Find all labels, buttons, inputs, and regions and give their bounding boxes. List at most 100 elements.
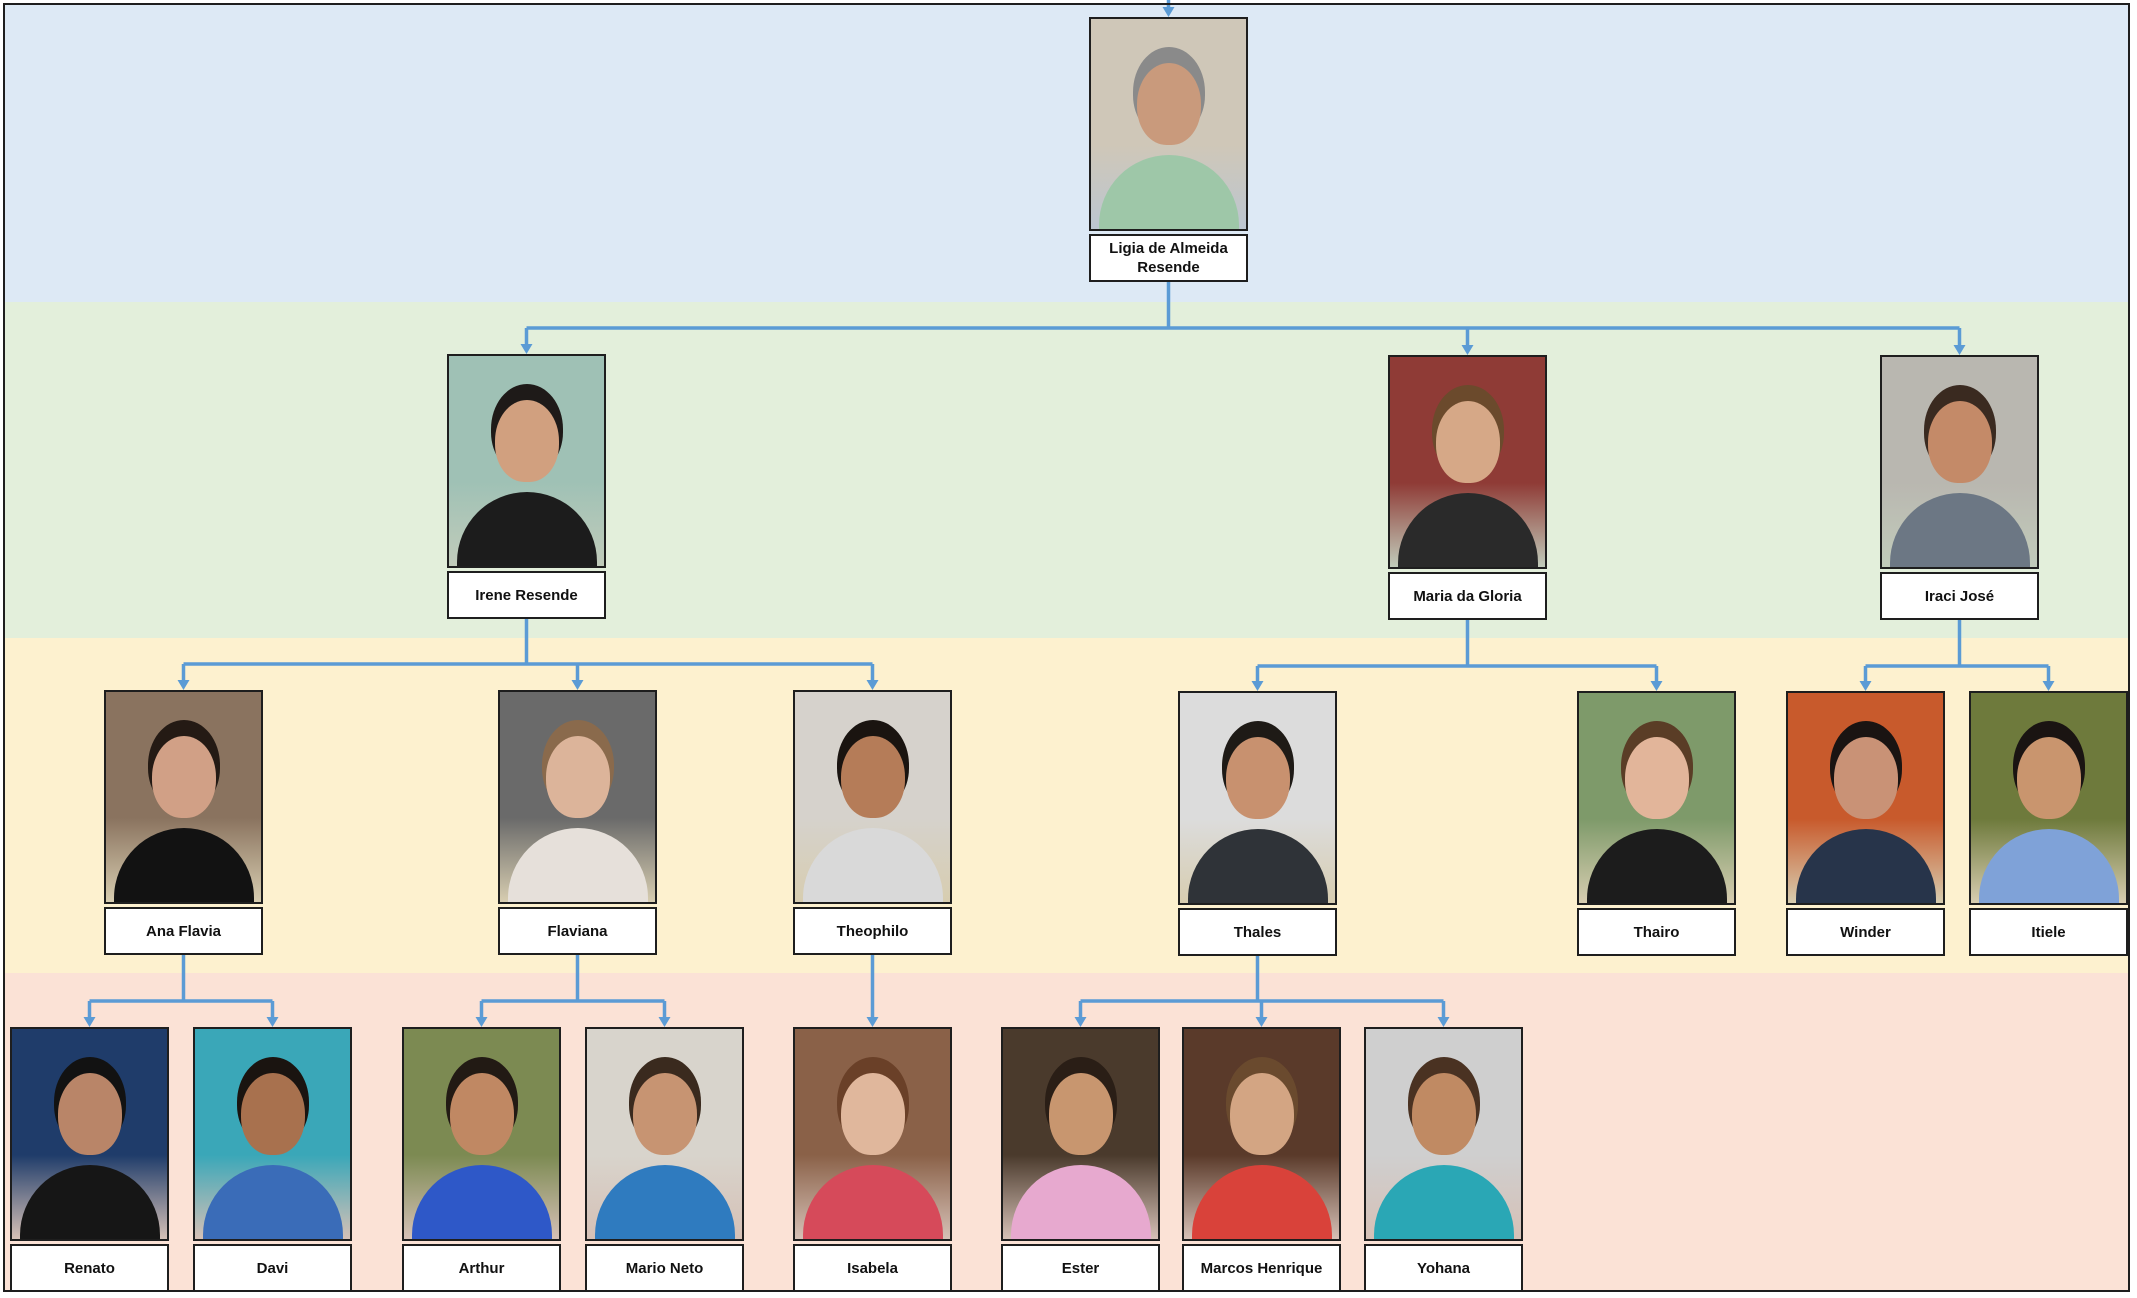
member-photo [585,1027,744,1241]
member-photo [1969,691,2128,905]
person-silhouette-head [450,1073,514,1155]
generation-band-3 [5,638,2130,973]
member-photo [1880,355,2039,569]
member-card-iraci-jose: Iraci José [1880,355,2039,620]
member-photo [447,354,606,568]
member-name: Ana Flavia [104,907,263,955]
member-name: Ester [1001,1244,1160,1292]
connector-arrowhead [1162,7,1175,17]
person-silhouette-head [241,1073,305,1155]
member-photo [193,1027,352,1241]
person-silhouette-head [495,400,559,482]
connector-arrowhead [83,1017,96,1027]
member-name: Marcos Henrique [1182,1244,1341,1292]
member-photo [793,690,952,904]
member-card-marcos-henrique: Marcos Henrique [1182,1027,1341,1292]
member-card-flaviana: Flaviana [498,690,657,955]
member-card-maria-da-gloria: Maria da Gloria [1388,355,1547,620]
person-silhouette-head [1928,401,1992,483]
member-card-yohana: Yohana [1364,1027,1523,1292]
connector-arrowhead [177,680,190,690]
member-name: Maria da Gloria [1388,572,1547,620]
person-silhouette-head [1049,1073,1113,1155]
member-photo [498,690,657,904]
member-card-thairo: Thairo [1577,691,1736,956]
member-photo [1364,1027,1523,1241]
connector-arrowhead [2042,681,2055,691]
person-silhouette-head [841,1073,905,1155]
member-name: Thales [1178,908,1337,956]
member-card-ligia: Ligia de Almeida Resende [1089,17,1248,282]
member-name: Winder [1786,908,1945,956]
member-card-davi: Davi [193,1027,352,1292]
member-photo [793,1027,952,1241]
connector-arrowhead [1437,1017,1450,1027]
member-name: Flaviana [498,907,657,955]
person-silhouette-head [58,1073,122,1155]
member-photo [1182,1027,1341,1241]
member-name: Thairo [1577,908,1736,956]
connector-arrowhead [1255,1017,1268,1027]
person-silhouette-head [1226,737,1290,819]
member-name: Mario Neto [585,1244,744,1292]
person-silhouette-head [633,1073,697,1155]
member-photo [1178,691,1337,905]
member-card-renato: Renato [10,1027,169,1292]
person-silhouette-head [2017,737,2081,819]
member-card-ana-flavia: Ana Flavia [104,690,263,955]
member-name: Theophilo [793,907,952,955]
member-photo [1786,691,1945,905]
member-photo [1577,691,1736,905]
member-card-theophilo: Theophilo [793,690,952,955]
member-photo [1388,355,1547,569]
member-name: Irene Resende [447,571,606,619]
connector-arrowhead [1859,681,1872,691]
member-card-ester: Ester [1001,1027,1160,1292]
connector-arrowhead [866,1017,879,1027]
connector-arrowhead [1650,681,1663,691]
member-card-isabela: Isabela [793,1027,952,1292]
member-name: Davi [193,1244,352,1292]
connector-arrowhead [571,680,584,690]
generation-band-2 [5,302,2130,638]
member-photo [1001,1027,1160,1241]
connector-arrowhead [520,344,533,354]
person-silhouette-head [152,736,216,818]
connector-arrowhead [475,1017,488,1027]
person-silhouette-head [1436,401,1500,483]
connector-arrowhead [1953,345,1966,355]
member-name: Isabela [793,1244,952,1292]
connector-arrowhead [658,1017,671,1027]
member-name: Renato [10,1244,169,1292]
member-name: Arthur [402,1244,561,1292]
connector-arrowhead [866,680,879,690]
member-card-irene: Irene Resende [447,354,606,619]
person-silhouette-head [1412,1073,1476,1155]
member-card-mario-neto: Mario Neto [585,1027,744,1292]
connector-arrowhead [1461,345,1474,355]
connector-arrowhead [266,1017,279,1027]
person-silhouette-head [841,736,905,818]
generation-band-1 [5,5,2130,302]
member-photo [1089,17,1248,231]
person-silhouette-head [1625,737,1689,819]
person-silhouette-head [1137,63,1201,145]
member-name: Ligia de Almeida Resende [1089,234,1248,282]
connector-arrowhead [1074,1017,1087,1027]
person-silhouette-head [1834,737,1898,819]
connector-arrowhead [1251,681,1264,691]
member-photo [402,1027,561,1241]
member-name: Yohana [1364,1244,1523,1292]
member-card-arthur: Arthur [402,1027,561,1292]
member-card-winder: Winder [1786,691,1945,956]
member-name: Itiele [1969,908,2128,956]
member-photo [104,690,263,904]
member-photo [10,1027,169,1241]
member-name: Iraci José [1880,572,2039,620]
member-card-thales: Thales [1178,691,1337,956]
person-silhouette-head [1230,1073,1294,1155]
person-silhouette-head [546,736,610,818]
member-card-itiele: Itiele [1969,691,2128,956]
